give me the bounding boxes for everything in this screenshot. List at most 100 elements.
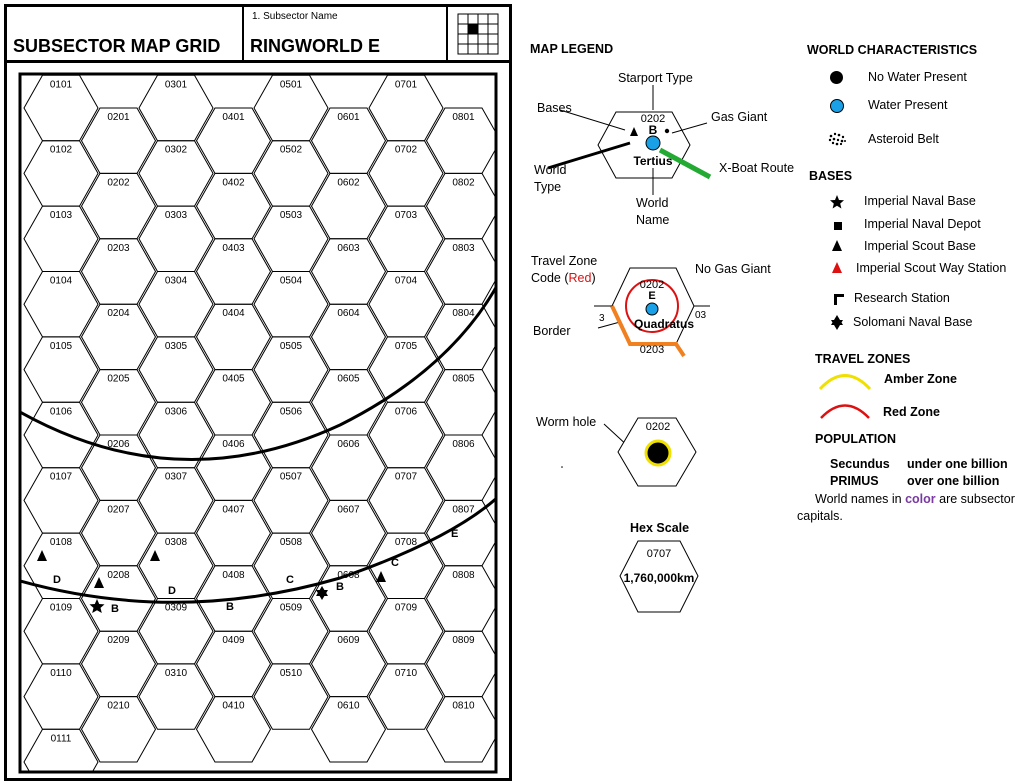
red-zone-label: Red Zone <box>883 405 940 419</box>
hex-number: 0705 <box>395 341 418 352</box>
hex-number: 0307 <box>165 472 188 483</box>
scout-way-station-icon <box>832 262 842 273</box>
example-world-name: Tertius <box>633 154 672 168</box>
hex-number: 0606 <box>337 439 360 450</box>
hex-number: 0203 <box>107 243 130 254</box>
hex-number: 0702 <box>395 145 418 156</box>
hex-number: 0105 <box>50 341 73 352</box>
legend-world-name-2: Name <box>636 213 670 227</box>
hex-number: 0506 <box>280 406 303 417</box>
hex-number: 0104 <box>50 276 73 287</box>
hex-number: 0603 <box>337 243 360 254</box>
starport-b: B <box>226 601 234 613</box>
legend-world-type-2: Type <box>534 180 562 194</box>
hex-number: 0110 <box>50 668 72 679</box>
hex-number: 0407 <box>222 504 245 515</box>
starport-d: D <box>53 574 61 586</box>
hex-scale-title: Hex Scale <box>630 521 690 535</box>
hex-number: 0106 <box>50 406 73 417</box>
naval-depot-icon <box>834 222 842 230</box>
header-divider-2 <box>446 7 448 60</box>
subsector-name-caption: 1. Subsector Name <box>252 11 338 22</box>
hex-map: 0101010201030104010501060107010801090110… <box>18 72 498 774</box>
starport-d: D <box>168 585 176 597</box>
base-item-scout-way-station: Imperial Scout Way Station <box>856 261 1007 275</box>
hex-cell <box>368 663 444 730</box>
border-hex-top: 0202 <box>640 279 664 291</box>
hex-number: 0509 <box>280 603 303 614</box>
hex-number: 0201 <box>107 112 130 123</box>
hex-number: 0401 <box>222 112 245 123</box>
water-world-icon <box>645 135 661 151</box>
border-hex-bottom: 0203 <box>640 344 664 356</box>
border-hex-left-fragment: 3 <box>599 313 605 324</box>
hex-number: 0508 <box>280 537 303 548</box>
hex-number: 0810 <box>452 701 475 712</box>
hex-number: 0302 <box>165 145 188 156</box>
research-station-icon <box>834 294 844 305</box>
base-item-scout-base: Imperial Scout Base <box>864 239 976 253</box>
ring-arc-lower <box>20 496 496 604</box>
hex-number: 0406 <box>222 439 245 450</box>
hex-number: 0405 <box>222 374 245 385</box>
legend-travel-zone-1: Travel Zone <box>531 254 598 268</box>
asteroid-label: Asteroid Belt <box>868 132 939 146</box>
hex-number: 0109 <box>50 603 73 614</box>
hex-number: 0308 <box>165 537 188 548</box>
naval-base-legend-icon <box>830 195 844 209</box>
bases-title: BASES <box>809 169 853 183</box>
base-item-naval-base: Imperial Naval Base <box>864 194 976 208</box>
hex-number: 0304 <box>165 276 188 287</box>
population-note-color: color <box>905 492 936 506</box>
legend-border-diagram: 0202 E Quadratus 0203 3 03 <box>594 267 710 358</box>
travel-zones-title: TRAVEL ZONES <box>815 352 911 366</box>
hex-number: 0505 <box>280 341 303 352</box>
border-hex-right-fragment: 03 <box>695 310 707 321</box>
population-secundus: Secundus <box>830 457 890 471</box>
hex-number: 0709 <box>395 603 418 614</box>
starport-b: B <box>336 581 344 593</box>
hex-cell <box>253 663 329 730</box>
hex-scale-value: 1,760,000km <box>624 571 695 585</box>
hex-number: 0310 <box>165 668 188 679</box>
water-icon <box>830 99 844 113</box>
legend-no-gas-giant: No Gas Giant <box>695 262 771 276</box>
scout-base-icon <box>630 127 638 136</box>
hex-number: 0601 <box>337 112 360 123</box>
starport-c: C <box>391 557 399 569</box>
hex-number: 0408 <box>222 570 245 581</box>
gas-giant-dot-icon <box>664 128 670 134</box>
naval-base-icon <box>89 599 105 613</box>
hex-number: 0502 <box>280 145 303 156</box>
border-starport: E <box>648 290 655 302</box>
hex-number: 0510 <box>280 668 303 679</box>
solomani-naval-base-icon <box>316 586 328 600</box>
hex-number: 0503 <box>280 210 303 221</box>
hex-number: 0108 <box>50 537 73 548</box>
hex-number: 0206 <box>107 439 130 450</box>
red-zone-icon <box>820 404 870 419</box>
legend-travel-zone-2: Code (Red) <box>531 271 596 285</box>
water-world-icon <box>645 302 659 316</box>
scout-base-icon <box>150 550 160 561</box>
legend-worm-hole: Worm hole <box>536 415 597 429</box>
hex-number: 0707 <box>395 472 418 483</box>
hex-number: 0708 <box>395 537 418 548</box>
hex-number: 0210 <box>107 701 130 712</box>
hex-number: 0111 <box>51 733 72 744</box>
hex-cell <box>80 696 157 763</box>
hex-number: 0209 <box>107 635 130 646</box>
header-bar <box>7 7 509 63</box>
no-water-label: No Water Present <box>868 70 967 84</box>
hex-number: 0802 <box>452 177 475 188</box>
hex-cell <box>195 696 272 763</box>
red-zone-circle <box>625 279 679 333</box>
hex-number: 0107 <box>50 472 73 483</box>
hex-number: 0301 <box>165 79 188 90</box>
hex-number: 0806 <box>452 439 475 450</box>
example-hex-number: 0202 <box>641 113 665 125</box>
population-title: POPULATION <box>815 432 897 446</box>
hex-number: 0101 <box>50 79 73 90</box>
hex-number: 0202 <box>107 177 130 188</box>
map-legend-title: MAP LEGEND <box>530 42 614 56</box>
